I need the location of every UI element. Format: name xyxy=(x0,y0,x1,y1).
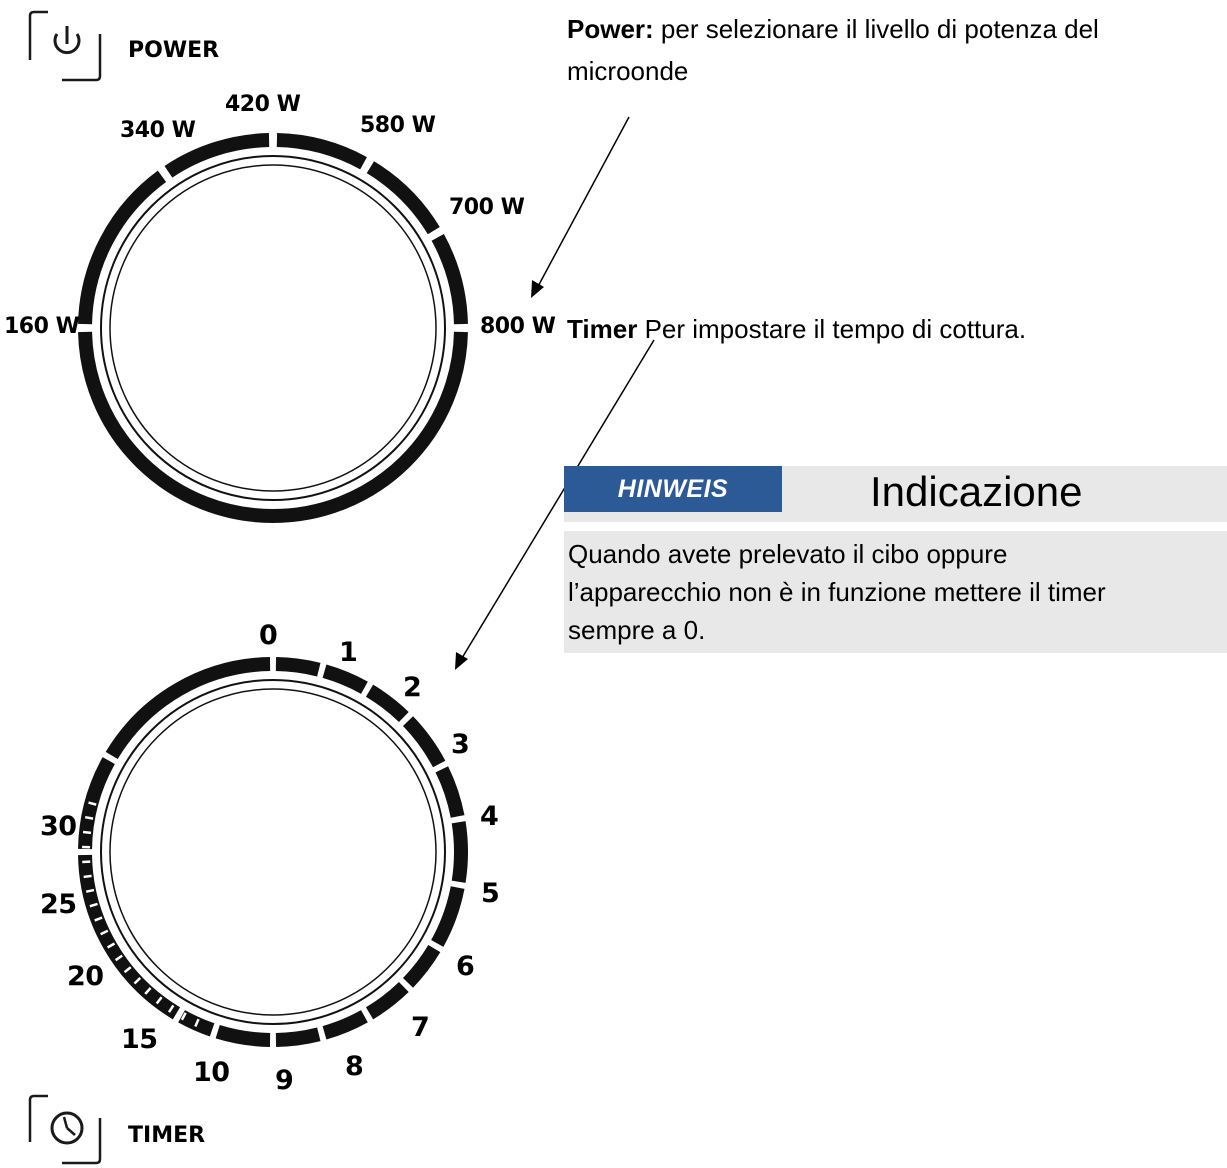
timer-ring-segment xyxy=(435,766,465,818)
notice-line: sempre a 0. xyxy=(568,615,706,645)
timer-ring-segment xyxy=(78,757,115,850)
power-label-800: 800 W xyxy=(480,314,556,339)
power-ring-segment xyxy=(431,234,468,325)
power-label-700: 700 W xyxy=(449,195,525,220)
power-label-420: 420 W xyxy=(225,92,301,117)
timer-dial[interactable]: 0 1 2 3 4 5 6 7 8 9 10 15 20 25 30 xyxy=(40,620,500,1096)
timer-ring-segment xyxy=(275,657,321,677)
power-icon xyxy=(28,10,102,82)
power-label-160: 160 W xyxy=(4,314,80,339)
power-ring-segment xyxy=(164,133,270,178)
timer-ring-segment xyxy=(402,944,441,988)
timer-ring-segment xyxy=(451,821,468,883)
timer-mark-7: 7 xyxy=(411,1012,429,1043)
power-term: Power: xyxy=(567,14,654,44)
notice-line: l’apparecchio non è in funzione mettere … xyxy=(568,577,1106,607)
timer-title: TIMER xyxy=(128,1123,205,1148)
timer-fine-tick xyxy=(167,1004,175,1013)
power-ring-segment xyxy=(276,133,367,170)
timer-fine-tick xyxy=(106,942,116,949)
timer-mark-2: 2 xyxy=(403,672,421,703)
timer-fine-tick xyxy=(89,902,98,908)
timer-ring-segment xyxy=(365,981,409,1020)
power-desc-line1: per selezionare il livello di potenza de… xyxy=(653,14,1099,44)
timer-fine-tick xyxy=(84,815,94,820)
power-ring-segment xyxy=(366,161,440,235)
power-label-580: 580 W xyxy=(360,113,436,138)
power-dial[interactable]: 160 W 340 W 420 W 580 W 700 W 800 W xyxy=(4,92,556,524)
timer-fine-tick xyxy=(194,1018,200,1027)
timer-fine-tick xyxy=(144,987,152,995)
timer-fine-tick xyxy=(83,874,92,879)
power-desc-line2: microonde xyxy=(567,56,689,86)
timer-fine-tick xyxy=(88,801,97,806)
timer-ring-segment xyxy=(275,1027,321,1047)
timer-description: Timer Per impostare il tempo di cottura. xyxy=(567,310,1026,348)
timer-mark-5: 5 xyxy=(481,878,499,909)
power-callout-arrow xyxy=(531,116,630,298)
timer-fine-tick xyxy=(85,888,95,893)
timer-desc-text: Per impostare il tempo di cottura. xyxy=(637,314,1027,344)
timer-mark-15: 15 xyxy=(121,1024,158,1055)
timer-mark-20: 20 xyxy=(67,961,104,992)
timer-mark-10: 10 xyxy=(193,1057,230,1088)
timer-mark-1: 1 xyxy=(339,637,357,668)
timer-fine-tick xyxy=(100,929,109,936)
timer-fine-tick xyxy=(94,916,103,922)
clock-icon xyxy=(28,1094,102,1165)
timer-mark-9: 9 xyxy=(275,1065,293,1096)
timer-mark-3: 3 xyxy=(451,729,469,760)
timer-ring-segment xyxy=(322,664,368,694)
timer-mark-8: 8 xyxy=(345,1051,363,1082)
timer-fine-tick xyxy=(123,966,132,974)
timer-ring-segment xyxy=(105,657,271,760)
power-label-340: 340 W xyxy=(120,118,196,143)
timer-fine-tick xyxy=(114,954,123,962)
timer-ring-segment xyxy=(431,886,465,947)
notice-heading: Indicazione xyxy=(870,468,1083,515)
timer-fine-tick xyxy=(133,977,142,985)
timer-ring-segment xyxy=(215,1024,271,1047)
notice-line: Quando avete prelevato il cibo oppure xyxy=(568,539,1008,569)
power-description: Power: per selezionare il livello di pot… xyxy=(567,10,1099,48)
timer-fine-tick xyxy=(180,1012,187,1021)
power-ring-segment xyxy=(78,170,167,325)
timer-ring-segment xyxy=(322,1010,368,1040)
timer-fine-tick xyxy=(82,830,92,835)
power-title: POWER xyxy=(128,38,219,63)
timer-ring-segment xyxy=(402,716,446,768)
timer-mark-6: 6 xyxy=(456,951,474,982)
timer-fine-tick xyxy=(155,996,163,1005)
power-ring-segment xyxy=(78,331,468,524)
timer-ring-segment xyxy=(365,684,409,723)
timer-term: Timer xyxy=(567,314,638,344)
timer-mark-4: 4 xyxy=(480,801,498,832)
notice-body: Quando avete prelevato il cibo oppure l’… xyxy=(564,531,1227,653)
timer-mark-30: 30 xyxy=(40,811,77,842)
timer-mark-0: 0 xyxy=(259,620,277,651)
timer-callout-arrow xyxy=(455,339,655,670)
notice-badge: HINWEIS xyxy=(564,466,782,512)
timer-mark-25: 25 xyxy=(40,889,77,920)
